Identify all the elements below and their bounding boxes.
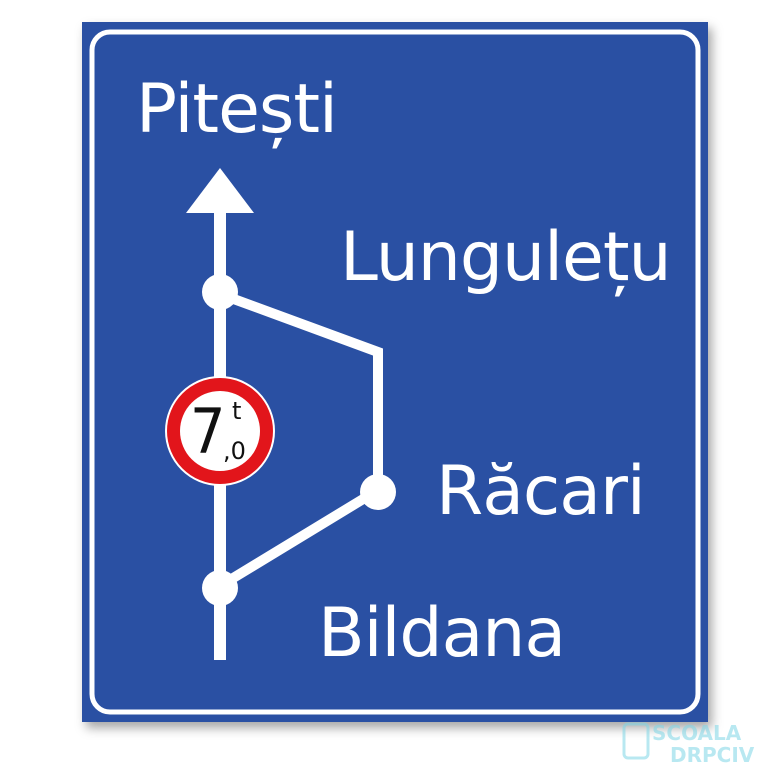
arrow-up-icon: [186, 168, 254, 213]
weight-limit-sign: 7 t ,0: [165, 376, 275, 486]
weight-limit-inner: [180, 391, 260, 471]
weight-limit-unit: t: [232, 397, 241, 425]
watermark-line1: SCOALA: [652, 721, 742, 745]
destination-racari: Răcari: [436, 452, 645, 531]
sign-background: [82, 22, 708, 722]
route-sign-graphic: 7 t ,0 Pitești Lungulețu Răcari Bildana: [82, 22, 708, 722]
detour-route-line: [217, 289, 383, 591]
destination-bildana: Bildana: [318, 594, 565, 673]
destination-lungiletu: Lungulețu: [340, 218, 671, 297]
watermark-car-icon: [622, 722, 650, 760]
watermark-logo: SCOALA DRPCIV: [622, 721, 755, 767]
weight-limit-value: 7: [190, 395, 225, 468]
sign-border: [89, 29, 701, 715]
destination-pitesti: Pitești: [136, 70, 337, 149]
watermark-line2: DRPCIV: [670, 743, 755, 767]
route-sign: 7 t ,0 Pitești Lungulețu Răcari Bildana: [82, 22, 708, 722]
junction-dot-racari: [360, 474, 396, 510]
junction-dot-upper: [202, 274, 238, 310]
junction-dot-lower: [202, 570, 238, 606]
weight-limit-decimal: ,0: [223, 437, 246, 465]
